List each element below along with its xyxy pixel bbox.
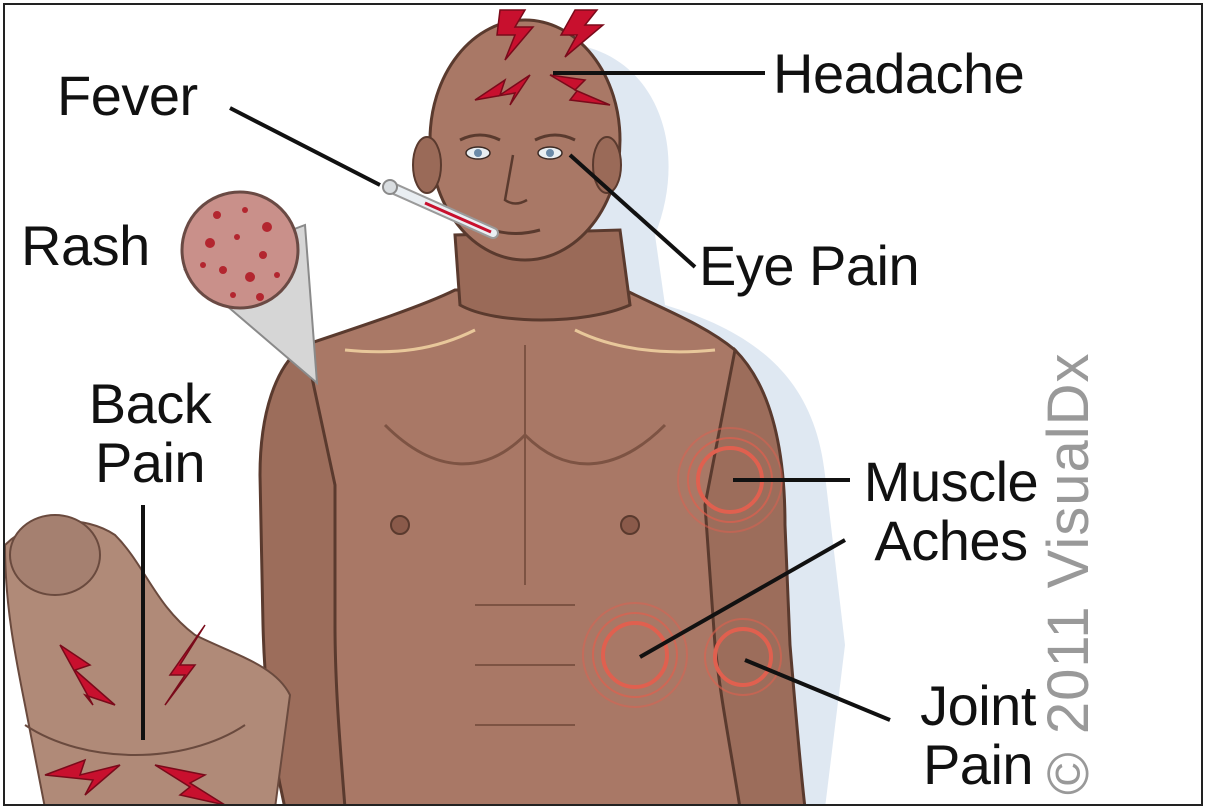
label-fever: Fever — [57, 67, 198, 126]
label-eye-pain: Eye Pain — [699, 237, 919, 296]
label-rash: Rash — [21, 217, 150, 276]
label-back-pain-line2: Pain — [75, 434, 225, 493]
illustration-frame: © 2011 VisualDx Headache Fever Rash Eye … — [3, 3, 1203, 806]
label-joint-pain: Joint Pain — [903, 677, 1053, 795]
nipple-left — [391, 516, 409, 534]
label-back-pain: Back Pain — [75, 375, 225, 493]
torso — [285, 290, 775, 806]
label-headache: Headache — [773, 45, 1024, 104]
label-muscle-aches-line1: Muscle — [851, 453, 1051, 512]
label-joint-pain-line2: Pain — [903, 736, 1053, 795]
label-muscle-aches-line2: Aches — [851, 512, 1051, 571]
ear-right — [593, 137, 621, 193]
fever-leader — [230, 108, 380, 185]
nipple-right — [621, 516, 639, 534]
label-muscle-aches: Muscle Aches — [851, 453, 1051, 571]
label-back-pain-line1: Back — [75, 375, 225, 434]
label-joint-pain-line1: Joint — [903, 677, 1053, 736]
rash-magnifier — [182, 192, 298, 308]
ear-left — [413, 137, 441, 193]
back-pain-figure — [5, 515, 290, 806]
